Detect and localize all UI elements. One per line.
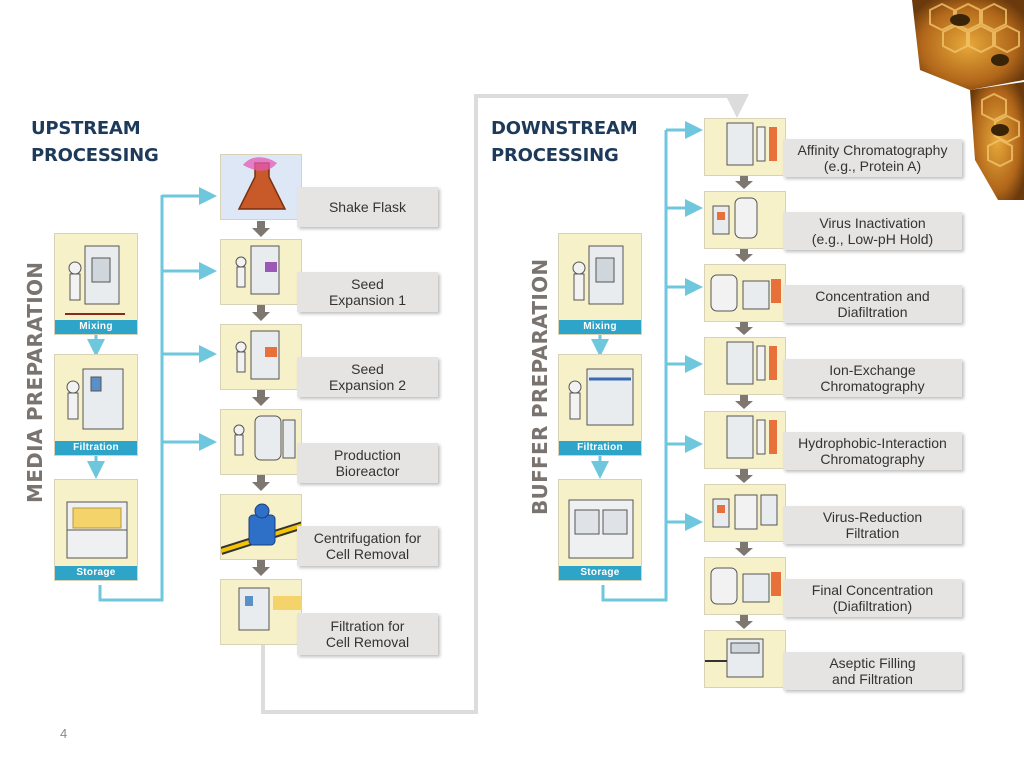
honeycomb-decoration <box>912 0 1024 200</box>
downstream-title-line2: PROCESSING <box>491 145 619 166</box>
ion-exchange-thumb <box>704 337 786 395</box>
equipment-illustration <box>221 503 301 555</box>
aseptic-filling-label: Aseptic Filling and Filtration <box>783 652 962 690</box>
seed-expansion-2-thumb <box>220 324 302 390</box>
downstream-title-line1: DOWNSTREAM <box>491 118 638 139</box>
virus-inactivation-label: Virus Inactivation (e.g., Low-pH Hold) <box>783 212 962 250</box>
virus-reduction-label: Virus-Reduction Filtration <box>783 506 962 544</box>
hydrophobic-interaction-label: Hydrophobic-Interaction Chromatography <box>783 432 962 470</box>
media-filtration-tag: Filtration <box>55 441 137 455</box>
equipment-illustration <box>712 494 778 530</box>
media-mixing-tag: Mixing <box>55 320 137 334</box>
equipment-illustration <box>726 122 777 166</box>
flask-illustration <box>237 157 287 210</box>
ion-exchange-label: Ion-Exchange Chromatography <box>783 359 962 397</box>
media-storage-tag: Storage <box>55 566 137 580</box>
concentration-diafiltration-label: Concentration and Diafiltration <box>783 285 962 323</box>
equipment-illustration <box>710 274 781 312</box>
seed-expansion-2-label: Seed Expansion 2 <box>297 357 438 397</box>
media-mixing-thumb: Mixing <box>54 233 138 335</box>
production-bioreactor-label: Production Bioreactor <box>297 443 438 483</box>
seed-expansion-1-label: Seed Expansion 1 <box>297 272 438 312</box>
seed-expansion-1-thumb <box>220 239 302 305</box>
centrifugation-label: Centrifugation for Cell Removal <box>297 526 438 566</box>
upstream-heading: UPSTREAM PROCESSING <box>31 115 159 169</box>
equipment-illustration <box>710 567 781 605</box>
virus-inactivation-thumb <box>704 191 786 249</box>
equipment-illustration <box>66 368 124 430</box>
equipment-illustration <box>235 330 280 380</box>
final-concentration-label: Final Concentration (Diafiltration) <box>783 579 962 617</box>
equipment-illustration <box>235 245 280 295</box>
shake-flask-label: Shake Flask <box>297 187 438 227</box>
equipment-illustration <box>66 501 128 559</box>
production-bioreactor-thumb <box>220 409 302 475</box>
buffer-filtration-tag: Filtration <box>559 441 641 455</box>
equipment-illustration <box>726 341 777 385</box>
equipment-illustration <box>568 499 634 559</box>
equipment-illustration <box>712 197 758 239</box>
buffer-mixing-tag: Mixing <box>559 320 641 334</box>
equipment-illustration <box>568 368 634 426</box>
concentration-diafiltration-thumb <box>704 264 786 322</box>
equipment-illustration <box>65 245 125 315</box>
affinity-chromatography-label: Affinity Chromatography (e.g., Protein A… <box>783 139 962 177</box>
equipment-illustration <box>233 415 296 461</box>
buffer-storage-thumb: Storage <box>558 479 642 581</box>
hydrophobic-interaction-thumb <box>704 411 786 469</box>
equipment-illustration <box>705 638 764 678</box>
media-storage-thumb: Storage <box>54 479 138 581</box>
upstream-title-line2: PROCESSING <box>31 145 159 166</box>
downstream-heading: DOWNSTREAM PROCESSING <box>491 115 638 169</box>
equipment-illustration <box>238 587 301 631</box>
upstream-title-line1: UPSTREAM <box>31 118 141 139</box>
centrifugation-thumb <box>220 494 302 560</box>
final-concentration-thumb <box>704 557 786 615</box>
equipment-illustration <box>572 245 624 305</box>
filtration-cell-removal-label: Filtration for Cell Removal <box>297 613 438 655</box>
media-filtration-thumb: Filtration <box>54 354 138 456</box>
page-number: 4 <box>60 726 68 741</box>
buffer-filtration-thumb: Filtration <box>558 354 642 456</box>
shake-flask-thumb <box>220 154 302 220</box>
buffer-mixing-thumb: Mixing <box>558 233 642 335</box>
virus-reduction-thumb <box>704 484 786 542</box>
affinity-chromatography-thumb <box>704 118 786 176</box>
filtration-cell-removal-thumb <box>220 579 302 645</box>
aseptic-filling-thumb <box>704 630 786 688</box>
buffer-storage-tag: Storage <box>559 566 641 580</box>
equipment-illustration <box>726 415 777 459</box>
